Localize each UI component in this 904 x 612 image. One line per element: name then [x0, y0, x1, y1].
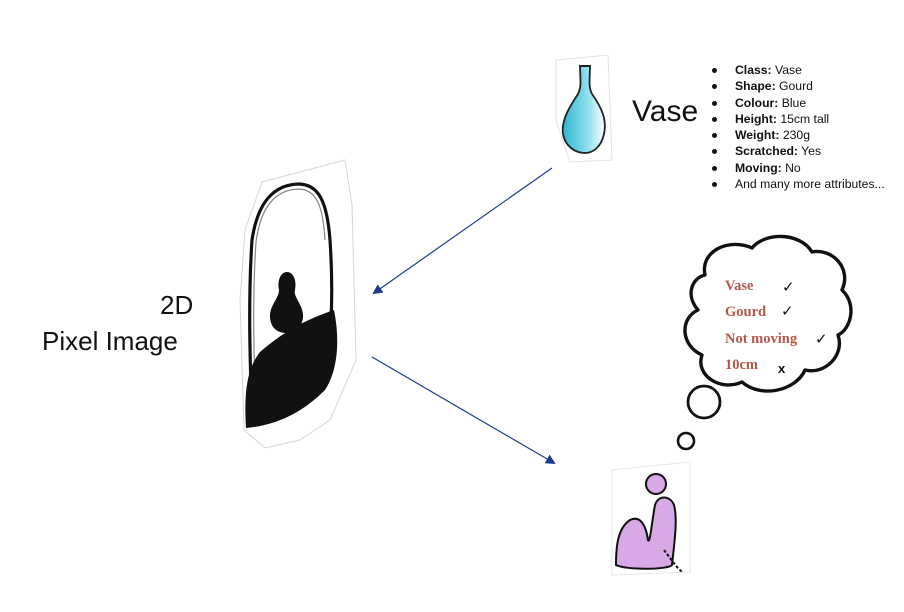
thought-item-not-moving: Not moving [725, 331, 798, 347]
thought-cloud-outline [683, 234, 853, 393]
attribute-list: Class: Vase Shape: Gourd Colour: Blue He… [712, 62, 885, 192]
attribute-item: Colour: Blue [712, 95, 885, 111]
pixel-image-window-outline [248, 182, 334, 422]
person-head [645, 473, 667, 495]
arrow-image-to-person [371, 356, 556, 465]
thought-item-vase: Vase [725, 278, 754, 294]
vase-drawing [555, 54, 613, 163]
attribute-item: Shape: Gourd [712, 78, 885, 94]
thought-cloud [676, 234, 853, 451]
pixel-image-shadow [245, 310, 338, 428]
check-icon: ✓ [815, 330, 828, 348]
attribute-item: Weight: 230g [712, 127, 885, 143]
attribute-item: Class: Vase [712, 62, 885, 78]
vase-label: Vase [632, 95, 699, 128]
attribute-item: Moving: No [712, 160, 885, 176]
thought-bubble-large [686, 384, 722, 420]
person-figure [611, 461, 691, 576]
arrow-vase-to-image [372, 167, 553, 295]
left-label-2d: 2D [160, 290, 194, 320]
thought-bubble-small [676, 431, 696, 451]
attribute-item: Height: 15cm tall [712, 111, 885, 127]
x-icon: x [778, 361, 786, 376]
pixel-image-vase-silhouette [270, 272, 304, 333]
thought-item-10cm: 10cm [725, 357, 759, 373]
pixel-image [239, 159, 357, 449]
person-body [614, 496, 677, 570]
vase-body [561, 65, 606, 154]
person-feet [663, 549, 683, 573]
thought-item-gourd: Gourd [725, 304, 767, 320]
check-icon: ✓ [782, 278, 795, 296]
attribute-item: Scratched: Yes [712, 143, 885, 159]
check-icon: ✓ [781, 302, 794, 320]
attribute-item: And many more attributes... [712, 176, 885, 192]
pixel-image-window-outline-inner [253, 188, 326, 419]
left-label-pixel-image: Pixel Image [42, 326, 178, 356]
